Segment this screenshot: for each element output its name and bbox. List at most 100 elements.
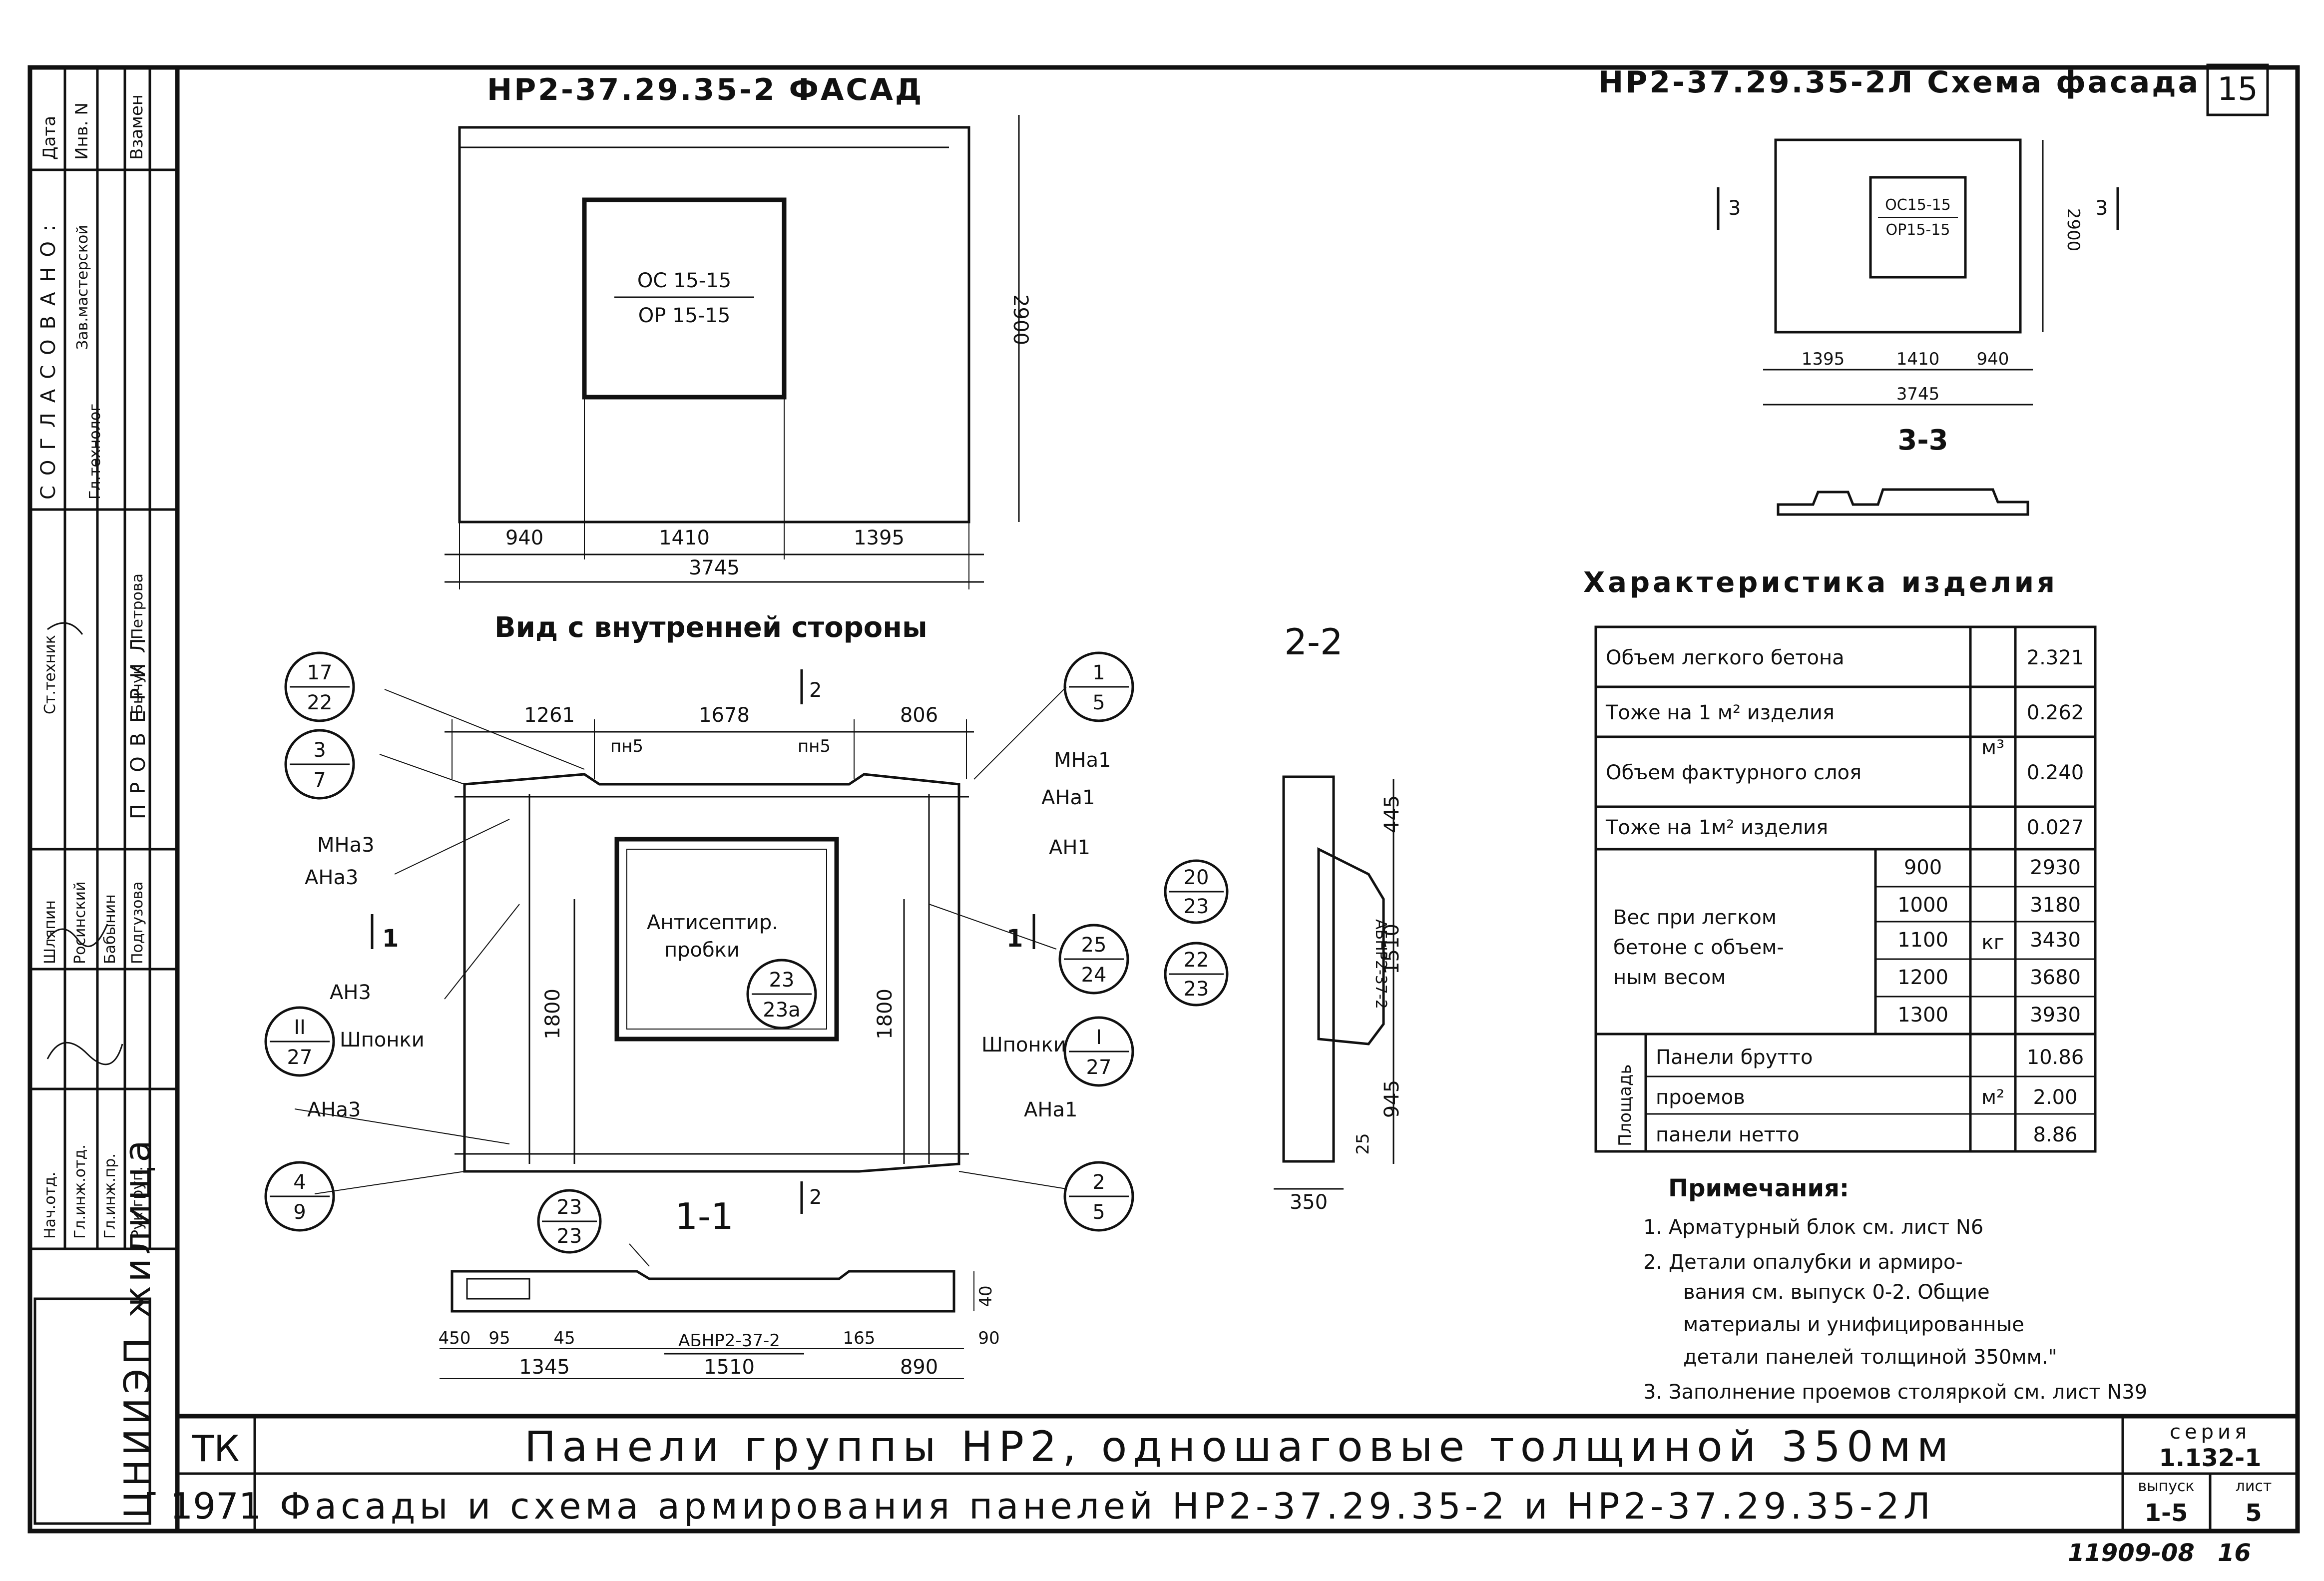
inner-view-title: Вид с внутренней стороны bbox=[494, 611, 928, 644]
inner-cut-2-top: 2 bbox=[809, 679, 822, 702]
mark-right-2: АНа1 bbox=[1041, 786, 1095, 809]
svg-text:23: 23 bbox=[557, 1196, 582, 1219]
facade-dim-2: 1410 bbox=[659, 527, 710, 549]
antiseptic-label-1: Антисептир. bbox=[647, 911, 778, 934]
facade-window-label-top: ОС 15-15 bbox=[637, 269, 731, 292]
facade-window-label-bottom: ОР 15-15 bbox=[638, 304, 731, 327]
svg-text:5: 5 bbox=[1092, 691, 1105, 714]
char-weight-3: 3430 bbox=[2030, 929, 2081, 952]
title-series-value: 1.132-1 bbox=[2159, 1444, 2261, 1472]
section-11-block-label: АБНР2-37-2 bbox=[678, 1331, 780, 1351]
scheme-cut-label: 3-3 bbox=[1897, 424, 1948, 457]
facade-view: НР2-37.29.35-2 ФАСАД ОС 15-15 ОР 15-15 9… bbox=[445, 72, 1032, 589]
scheme-height: 2900 bbox=[2063, 208, 2083, 252]
scheme-section-profile bbox=[1777, 488, 2029, 516]
section-11-dim-c2: 1510 bbox=[704, 1356, 755, 1379]
scheme-window bbox=[1869, 176, 1967, 279]
svg-text:20: 20 bbox=[1184, 866, 1209, 889]
svg-text:22: 22 bbox=[1184, 949, 1209, 972]
char-weight-5: 3930 bbox=[2030, 1004, 2081, 1027]
char-density-2: 1000 bbox=[1897, 894, 1948, 917]
char-area-3-value: 8.86 bbox=[2033, 1123, 2077, 1146]
char-area-2-label: проемов bbox=[1656, 1086, 1745, 1109]
stamp-role-5: Ст.техник bbox=[41, 635, 59, 714]
svg-text:22: 22 bbox=[307, 691, 333, 714]
svg-text:27: 27 bbox=[1086, 1056, 1112, 1079]
mark-left-4: Шпонки bbox=[340, 1029, 425, 1052]
mark-left-1: МНа3 bbox=[317, 834, 375, 857]
svg-text:9: 9 bbox=[293, 1201, 306, 1224]
char-area-label: Площадь bbox=[1615, 1064, 1635, 1146]
scheme-dim-1: 1395 bbox=[1802, 349, 1845, 369]
sheet-number-box bbox=[2206, 63, 2269, 116]
mark-left-3: АН3 bbox=[330, 981, 371, 1004]
char-row-1-label: Объем легкого бетона bbox=[1606, 646, 1845, 669]
inner-top-dim-2: 1678 bbox=[699, 704, 750, 727]
notes: Примечания: 1. Арматурный блок см. лист … bbox=[1643, 1174, 2147, 1404]
section-11-dim-b1: 450 bbox=[439, 1328, 471, 1348]
title-year: 1971 bbox=[170, 1485, 261, 1527]
char-weight-2: 3180 bbox=[2030, 894, 2081, 917]
leader-lines bbox=[294, 686, 1067, 1267]
scheme-window-label-bottom: ОР15-15 bbox=[1886, 221, 1950, 239]
section-11-dim-side: 40 bbox=[976, 1285, 996, 1307]
char-weight-label-2: бетоне с объем- bbox=[1613, 936, 1784, 959]
char-row-1-value: 2.321 bbox=[2027, 646, 2084, 669]
notes-title: Примечания: bbox=[1668, 1174, 1849, 1202]
mark-right-4: Шпонки bbox=[981, 1034, 1066, 1056]
stamp-role-7: Зав.мастерской bbox=[74, 225, 91, 350]
svg-text:23: 23 bbox=[769, 969, 795, 992]
svg-text:24: 24 bbox=[1081, 964, 1107, 987]
scheme-view: НР2-37.29.35-2Л Схема фасада ОС15-15 ОР1… bbox=[1598, 65, 2200, 516]
scheme-window-label-top: ОС15-15 bbox=[1885, 196, 1951, 214]
title-block: ТК 1971 Панели группы НР2, одношаговые т… bbox=[170, 1421, 2272, 1527]
stamp-name-3: Бабынин bbox=[101, 894, 119, 964]
title-sheet-value: 5 bbox=[2245, 1499, 2262, 1527]
facade-dim-3: 1395 bbox=[854, 527, 905, 549]
note-line-2: 2. Детали опалубки и армиро- bbox=[1643, 1251, 1963, 1274]
section-22-dim-2: 1510 bbox=[1381, 924, 1403, 975]
stamp-name-5: Бычук bbox=[129, 665, 146, 714]
inner-panel bbox=[463, 773, 960, 1173]
mark-right-5: АНа1 bbox=[1024, 1098, 1077, 1121]
section-11-dim-b2: 95 bbox=[488, 1328, 510, 1348]
callout-I-27: I27 bbox=[1063, 1016, 1134, 1087]
section-22-body bbox=[1282, 775, 1335, 1163]
stamp-number: 11909-08 bbox=[2068, 1539, 2195, 1567]
char-row-4-value: 0.027 bbox=[2027, 816, 2084, 839]
mark-right-3: АН1 bbox=[1049, 836, 1090, 859]
section-22-title: 2-2 bbox=[1284, 621, 1343, 663]
char-row-4-label: Тоже на 1м² изделия bbox=[1605, 816, 1828, 839]
note-line-6: 3. Заполнение проемов столяркой см. лист… bbox=[1643, 1381, 2147, 1404]
svg-text:5: 5 bbox=[1092, 1201, 1105, 1224]
svg-text:1: 1 bbox=[1092, 661, 1105, 684]
char-weight-4: 3680 bbox=[2030, 966, 2081, 989]
section-11-dim-c1: 1345 bbox=[519, 1356, 570, 1379]
char-weight-unit: кг bbox=[1981, 931, 2004, 954]
stamp-role-3: Гл.инж.пр. bbox=[101, 1153, 119, 1239]
scheme-dim-2: 1410 bbox=[1896, 349, 1940, 369]
char-density-4: 1200 bbox=[1897, 966, 1948, 989]
svg-text:3: 3 bbox=[313, 739, 326, 762]
inner-top-dim-1: 1261 bbox=[524, 704, 575, 727]
stamp-role-6: Гл.технолог bbox=[86, 404, 104, 500]
title-sheet-label: лист bbox=[2236, 1478, 2272, 1495]
char-area-1-label: Панели брутто bbox=[1656, 1046, 1813, 1069]
svg-text:23: 23 bbox=[1184, 978, 1209, 1001]
stamp-agreed: СОГЛАСОВАНО: bbox=[37, 214, 60, 500]
callout-1-5: 15 bbox=[1063, 651, 1134, 722]
section-11-label: 1-1 bbox=[675, 1195, 734, 1237]
inner-pn-1: пн5 bbox=[610, 736, 643, 756]
inner-cut-2-bottom: 2 bbox=[809, 1186, 822, 1209]
title-issue-label: выпуск bbox=[2138, 1478, 2194, 1495]
title-line-1: Панели группы НР2, одношаговые толщиной … bbox=[524, 1422, 1954, 1471]
scheme-title: НР2-37.29.35-2Л Схема фасада bbox=[1598, 65, 2200, 100]
inner-cut-1-left: 1 bbox=[382, 925, 399, 953]
org-name: ЦНИИЭП жилища bbox=[116, 1136, 158, 1519]
inner-height-left: 1800 bbox=[541, 989, 564, 1040]
svg-text:II: II bbox=[294, 1016, 306, 1039]
note-line-3: вания см. выпуск 0-2. Общие bbox=[1683, 1281, 1990, 1304]
section-11-dim-b4: 165 bbox=[843, 1328, 876, 1348]
svg-text:23: 23 bbox=[1184, 895, 1209, 918]
